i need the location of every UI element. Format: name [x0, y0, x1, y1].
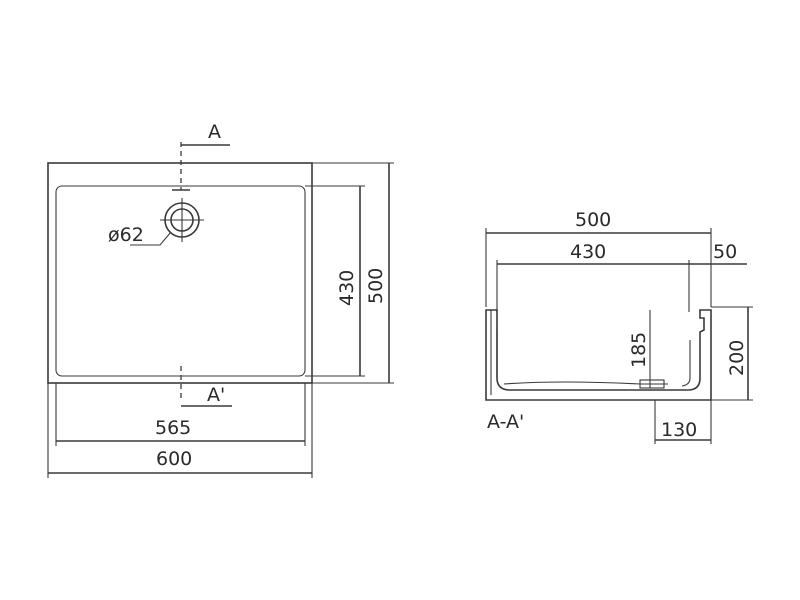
sink-section-profile [485, 309, 712, 401]
section-view: 500 430 50 185 200 130 [485, 209, 753, 444]
section-label-a-prime: A' [207, 384, 225, 406]
drain-diameter-label: ø62 [108, 224, 144, 246]
dimension-565: 565 [155, 417, 191, 439]
dimension-200: 200 [726, 340, 748, 376]
sink-outer-outline [47, 162, 313, 384]
sink-inner-basin [55, 185, 306, 377]
section-caption: A-A' [487, 411, 524, 433]
dimension-130: 130 [661, 419, 697, 441]
section-label-a: A [208, 121, 221, 143]
plan-view: A ø62 A' 565 600 430 [47, 121, 394, 478]
dimension-185: 185 [628, 332, 650, 368]
drain-icon [160, 198, 204, 242]
dimension-430-length: 430 [570, 241, 606, 263]
dimension-500-length: 500 [575, 209, 611, 231]
dimension-50: 50 [713, 241, 737, 263]
dimension-500-depth: 500 [365, 268, 387, 304]
drain-leader-line [130, 231, 172, 246]
section-drain-opening [639, 379, 665, 389]
dimension-600: 600 [156, 448, 192, 470]
dimension-430: 430 [336, 270, 358, 306]
